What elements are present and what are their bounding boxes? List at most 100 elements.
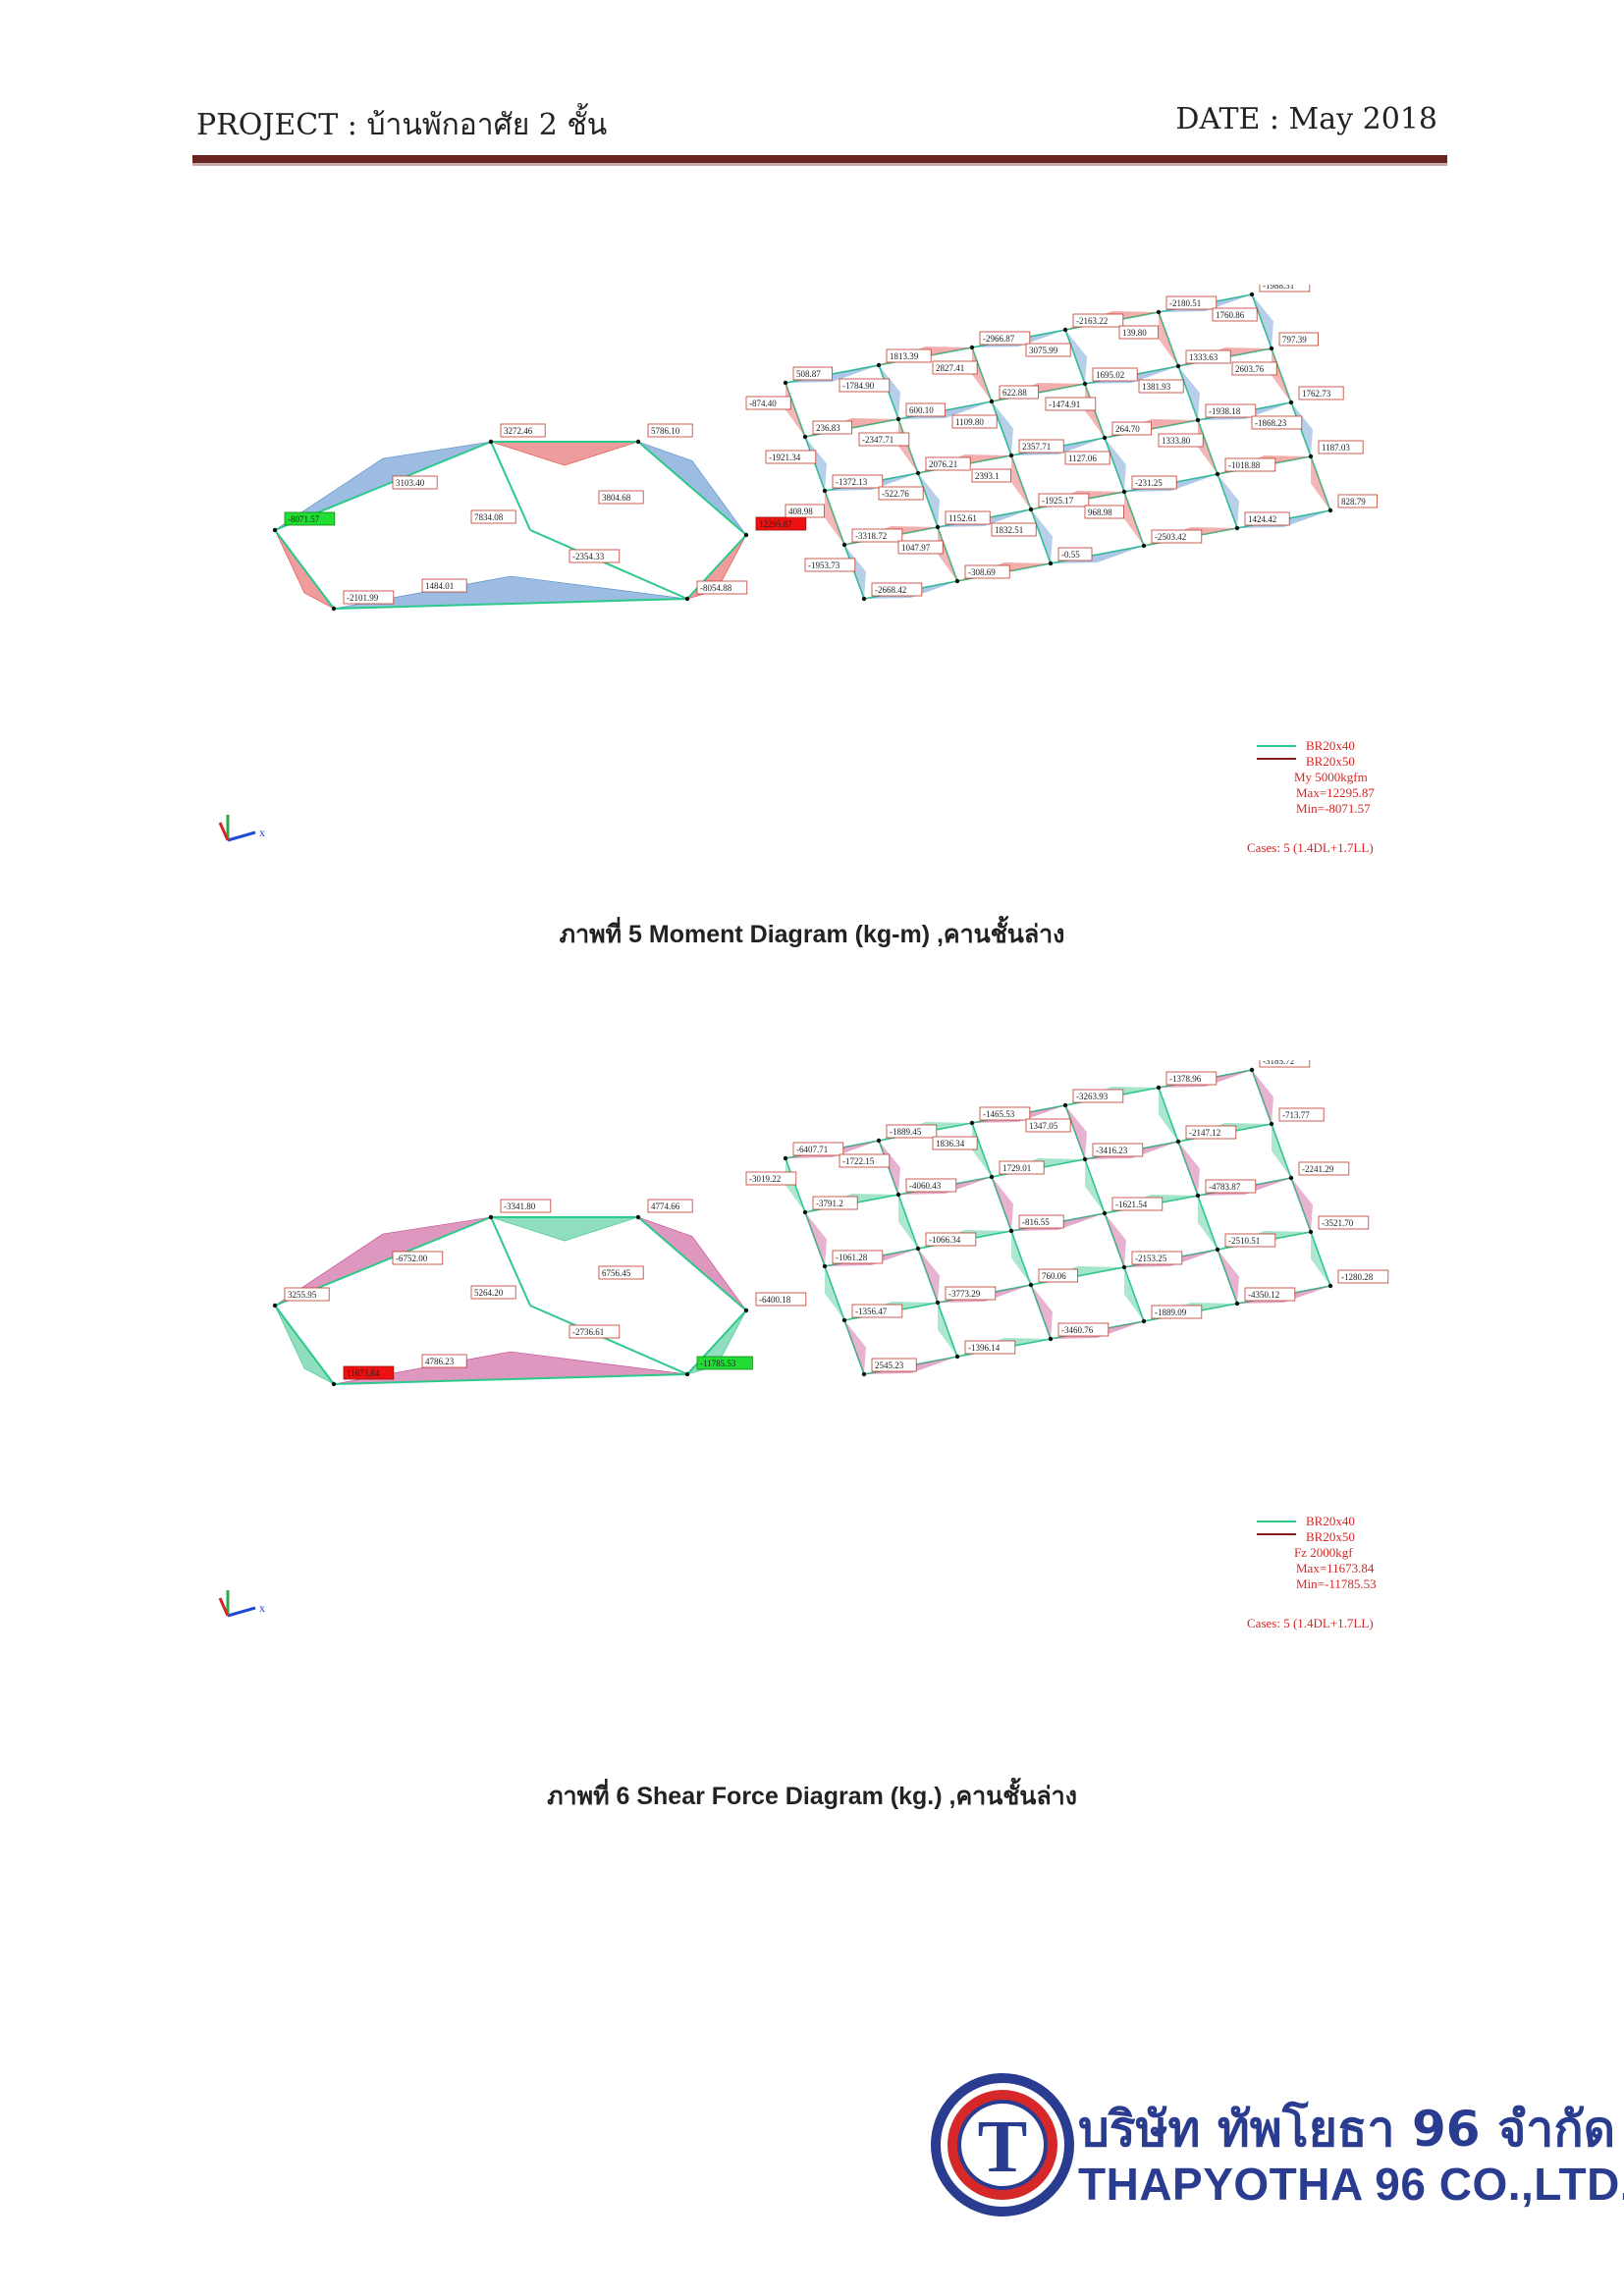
beam-line xyxy=(1197,419,1218,475)
value-label-box xyxy=(964,564,1010,579)
value-label-text: -1868.23 xyxy=(1255,418,1287,428)
diagram-region xyxy=(1085,1159,1105,1213)
value-label: 828.79 xyxy=(1337,494,1378,508)
value-label: 1109.80 xyxy=(951,414,998,429)
node-point xyxy=(1028,507,1034,512)
value-label: 3255.95 xyxy=(284,1287,330,1302)
value-label: 1333.80 xyxy=(1158,433,1204,448)
value-label-text: 1762.73 xyxy=(1302,389,1331,399)
node-point xyxy=(1156,309,1162,315)
diagram-region xyxy=(1105,1213,1126,1267)
value-label: -6400.18 xyxy=(755,1292,807,1307)
value-label: -3460.76 xyxy=(1057,1322,1110,1337)
beam-line xyxy=(1290,401,1312,457)
beam-line xyxy=(490,1216,531,1307)
node-point xyxy=(488,1214,494,1220)
value-label: -3773.29 xyxy=(945,1286,997,1301)
value-label-text: -3521.70 xyxy=(1322,1218,1354,1228)
diagram-region xyxy=(1011,1231,1031,1285)
value-label-text: 3075.99 xyxy=(1029,346,1058,355)
beam-line xyxy=(1104,1212,1125,1268)
value-label-text: -2503.42 xyxy=(1155,532,1186,542)
value-label-box xyxy=(647,1199,693,1213)
value-label-box xyxy=(1038,1268,1078,1283)
diagram-region xyxy=(1198,420,1218,474)
value-label: 1424.42 xyxy=(1244,511,1290,526)
node-point xyxy=(1308,1229,1314,1235)
value-label-box xyxy=(792,366,833,381)
value-label-text: 2827.41 xyxy=(936,363,964,373)
value-label-text: -2347.71 xyxy=(862,435,893,445)
node-point xyxy=(1234,1301,1240,1307)
value-label-box xyxy=(343,590,395,605)
node-point xyxy=(684,1371,690,1377)
value-label-text: -816.55 xyxy=(1022,1217,1050,1227)
value-label-box xyxy=(925,456,971,471)
value-label-text: -3019.22 xyxy=(749,1174,781,1184)
value-label-text: -2354.33 xyxy=(572,552,605,561)
node-point xyxy=(802,434,808,440)
diagram-region xyxy=(1124,492,1144,546)
header-divider xyxy=(192,155,1447,166)
beam-line xyxy=(1084,383,1106,439)
value-label: 4774.66 xyxy=(647,1199,693,1213)
value-label-box xyxy=(470,1285,516,1300)
legend-entry: BR20x40 xyxy=(1306,738,1355,753)
node-point xyxy=(1288,1175,1294,1181)
value-label-box xyxy=(421,578,467,593)
value-label-box xyxy=(1072,313,1124,328)
value-label: 2357.71 xyxy=(1018,439,1064,454)
value-label-box xyxy=(1318,440,1364,454)
beam-line xyxy=(1310,455,1331,511)
value-label-box xyxy=(979,331,1031,346)
legend-entry: BR20x50 xyxy=(1306,754,1355,769)
value-label-text: 3272.46 xyxy=(504,426,533,436)
value-label-text: -8054.88 xyxy=(700,583,732,593)
legend-entry: Fz 2000kgf xyxy=(1294,1545,1353,1560)
value-label-text: -1988.31 xyxy=(1263,285,1294,291)
value-label: -1465.53 xyxy=(979,1106,1031,1121)
value-label-box xyxy=(500,1199,552,1213)
value-label-text: 828.79 xyxy=(1341,497,1366,507)
value-label-box xyxy=(858,432,910,447)
beam-line xyxy=(971,1122,993,1178)
value-label-text: -0.55 xyxy=(1061,550,1080,560)
value-label: -2668.42 xyxy=(871,582,923,597)
value-label-box xyxy=(999,1160,1045,1175)
value-label-box xyxy=(812,420,852,435)
value-label-text: 1424.42 xyxy=(1248,514,1276,524)
diagram-region xyxy=(844,545,866,599)
diagram-region xyxy=(992,1177,1013,1231)
node-point xyxy=(1327,507,1333,513)
value-label-box xyxy=(1278,332,1319,347)
node-point xyxy=(895,416,901,422)
value-label: -6752.00 xyxy=(392,1251,444,1265)
value-label-box xyxy=(1111,1197,1164,1211)
node-point xyxy=(989,399,995,404)
beam-line xyxy=(1158,311,1179,367)
value-label: 508.87 xyxy=(792,366,833,381)
value-label-text: -522.76 xyxy=(882,489,909,499)
value-label: -1722.15 xyxy=(839,1153,891,1168)
value-label: 1813.39 xyxy=(886,348,932,363)
value-label-text: 1333.80 xyxy=(1162,436,1191,446)
value-label-text: -1784.90 xyxy=(842,381,875,391)
node-point xyxy=(1062,327,1068,333)
value-label-box xyxy=(1057,547,1093,561)
value-label: 5786.10 xyxy=(647,423,693,438)
legend-entry: Min=-11785.53 xyxy=(1296,1576,1377,1591)
value-label-text: -2510.51 xyxy=(1228,1236,1260,1246)
node-point xyxy=(1308,454,1314,459)
value-label-text: 1347.05 xyxy=(1029,1121,1058,1131)
value-label-text: -2101.99 xyxy=(347,593,379,603)
value-label: -1889.09 xyxy=(1151,1305,1203,1319)
value-label-text: -1925.17 xyxy=(1042,496,1074,506)
node-point xyxy=(841,1317,847,1323)
beam-line xyxy=(991,400,1012,456)
axis-x-line xyxy=(227,1606,256,1618)
value-label-box xyxy=(647,423,693,438)
beam-line xyxy=(1290,1177,1312,1233)
node-point xyxy=(915,470,921,476)
value-label: 1347.05 xyxy=(1025,1118,1071,1133)
